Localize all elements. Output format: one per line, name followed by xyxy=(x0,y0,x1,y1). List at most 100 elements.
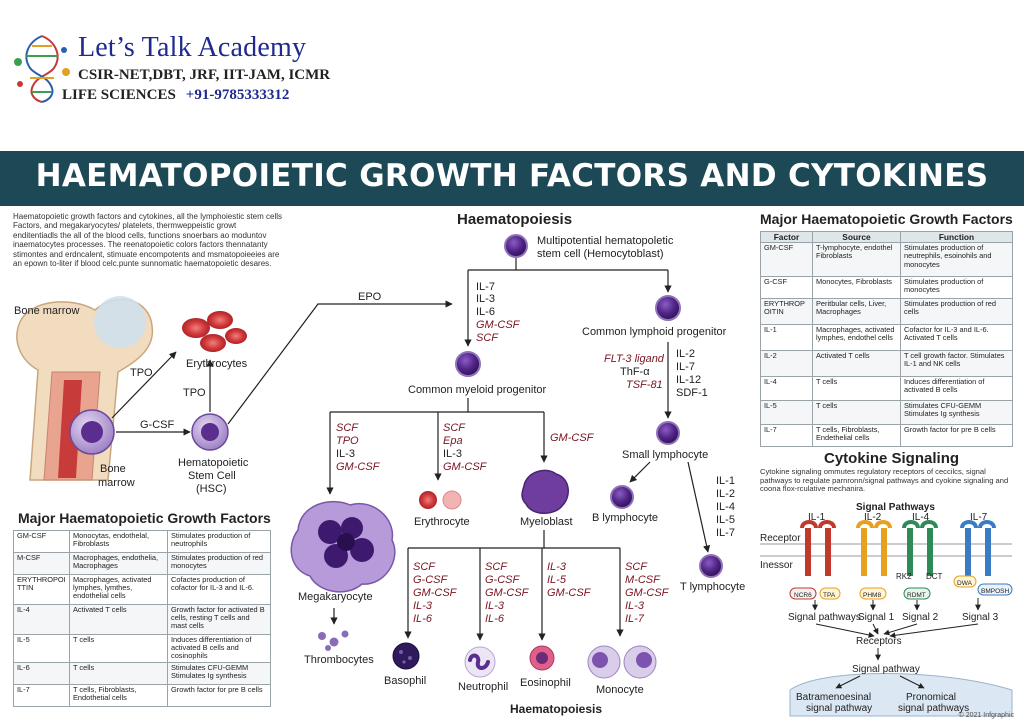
basophil-cell xyxy=(392,642,420,670)
bone-marrow-cell-nucleus xyxy=(81,421,103,443)
il7-receptor xyxy=(960,520,996,576)
signal-2: Signal 2 xyxy=(902,612,939,623)
common-lymphoid-cell xyxy=(655,295,681,321)
eosino-factor: IL-5 xyxy=(547,574,567,586)
output-1-line1: Batramenoesinal xyxy=(796,692,871,703)
table-cell: IL-5 xyxy=(760,400,813,426)
common-lymphoid-label: Common lymphoid progenitor xyxy=(582,326,727,338)
baso-factor: IL-3 xyxy=(413,600,433,612)
haematopoiesis-heading: Haematopoiesis xyxy=(457,211,573,228)
table-cell: G-CSF xyxy=(760,276,813,300)
table-cell: Monocytas, endothelal, Fibroblasts xyxy=(69,530,168,553)
lymphoid-factor: FLT-3 ligand xyxy=(604,353,665,365)
myeloblast-label: Myeloblast xyxy=(520,516,573,528)
table-cell: T cells xyxy=(812,400,901,426)
signal-1: Signal 1 xyxy=(858,612,895,623)
il1-label: IL-1 xyxy=(808,512,826,523)
mono-factor: GM-CSF xyxy=(625,587,670,599)
title-banner xyxy=(0,151,1024,206)
t-factor: IL-5 xyxy=(716,514,735,526)
tpa-pill xyxy=(819,587,841,600)
rk2-text: RK2 xyxy=(896,572,912,581)
neutro-factor: G-CSF xyxy=(485,574,521,586)
cs-arrow xyxy=(889,623,979,639)
brand-subject: LIFE SCIENCES xyxy=(62,87,176,103)
gcsf-label: G-CSF xyxy=(140,419,175,431)
top-factor: SCF xyxy=(476,332,499,344)
dwa-pill xyxy=(953,575,977,588)
ery-factor: SCF xyxy=(443,422,466,434)
signal-pathways-a: Signal pathways xyxy=(788,612,861,623)
table-cell: IL-4 xyxy=(760,376,813,402)
table-cell: Cofactes production of cofactor for IL-3… xyxy=(167,574,271,605)
eosinophil-cell xyxy=(529,645,555,671)
common-myeloid-cell xyxy=(455,351,481,377)
output-1-line2: signal pathway xyxy=(806,703,872,714)
small-lymphocyte-label: Small lymphocyte xyxy=(622,449,708,461)
copyright: © 2021 Infgraphic xyxy=(958,712,1014,719)
tree-arrow xyxy=(629,461,651,483)
table-cell: IL-6 xyxy=(13,662,70,685)
mega-factor: GM-CSF xyxy=(336,461,381,473)
table-cell: Stimulates production of neutrophils xyxy=(167,530,271,553)
mega-factor: SCF xyxy=(336,422,359,434)
table-cell: Stimulates production of red cells xyxy=(900,298,1013,326)
receptor-label: Receptor xyxy=(760,533,801,544)
hsc-label-3: (HSC) xyxy=(196,483,227,495)
il4-receptor xyxy=(902,520,938,576)
neutro-factor: IL-3 xyxy=(485,600,505,612)
ncr6-text: NCR6 xyxy=(794,592,812,599)
left-table-heading: Major Haematopoietic Growth Factors xyxy=(18,510,271,526)
table-cell: Stimulates production of red monocytes xyxy=(167,552,271,575)
rdmt-pill xyxy=(903,587,931,600)
signal-pathway-label: Signal pathway xyxy=(852,664,920,675)
table-cell: Monocytes, Fibroblasts xyxy=(812,276,901,300)
dwa-text: DWA xyxy=(957,580,973,587)
multipotent-stem-cell xyxy=(504,234,528,258)
academy-logo-icon xyxy=(14,35,70,103)
tpa-text: TPA xyxy=(823,592,836,599)
table-header: Factor xyxy=(760,230,813,244)
t-factor: IL-2 xyxy=(716,488,735,500)
table-cell: IL-7 xyxy=(760,424,813,448)
mega-factor: TPO xyxy=(336,435,359,447)
brand-subtitle-2: LIFE SCIENCES+91-9785333312 xyxy=(62,87,289,104)
table-cell: Cofactor for IL-3 and IL-6. Activated T … xyxy=(900,324,1013,352)
output-2-line2: signal pathways xyxy=(898,703,969,714)
ery-factor: Epa xyxy=(443,435,463,447)
table-cell: T cells xyxy=(69,662,168,685)
table-cell: IL-1 xyxy=(760,324,813,352)
b-lymphocyte-label: B lymphocyte xyxy=(592,512,658,524)
table-cell: T cells xyxy=(812,376,901,402)
cytokine-heading: Cytokine Signaling xyxy=(824,450,960,467)
top-factor: IL-7 xyxy=(476,281,495,293)
bmposh-text: BMPOSH xyxy=(981,588,1009,595)
cs-arrow xyxy=(815,623,875,638)
table-cell: ERYTHROPOITTIN xyxy=(13,574,70,605)
baso-factor: SCF xyxy=(413,561,436,573)
bone-marrow-cell-label: Bone xyxy=(100,463,126,475)
table-cell: T cells, Fibroblasts, Endothetial cells xyxy=(69,684,168,707)
ery-factor: IL-3 xyxy=(443,448,462,460)
neutro-factor: IL-6 xyxy=(485,613,505,625)
megakaryocyte-cell xyxy=(290,500,396,593)
top-factor: IL-3 xyxy=(476,293,495,305)
neutro-factor: SCF xyxy=(485,561,508,573)
baso-factor: GM-CSF xyxy=(413,587,458,599)
cs-arrow xyxy=(835,675,861,689)
phm8-pill xyxy=(859,587,887,600)
table-cell: Induces differentiation of activated B c… xyxy=(900,376,1013,402)
table-cell: Macrophages, endothelia, Macrophages xyxy=(69,552,168,575)
table-cell: Growth factor for pre B cells xyxy=(167,684,271,707)
erythrocyte-cell xyxy=(419,491,437,509)
